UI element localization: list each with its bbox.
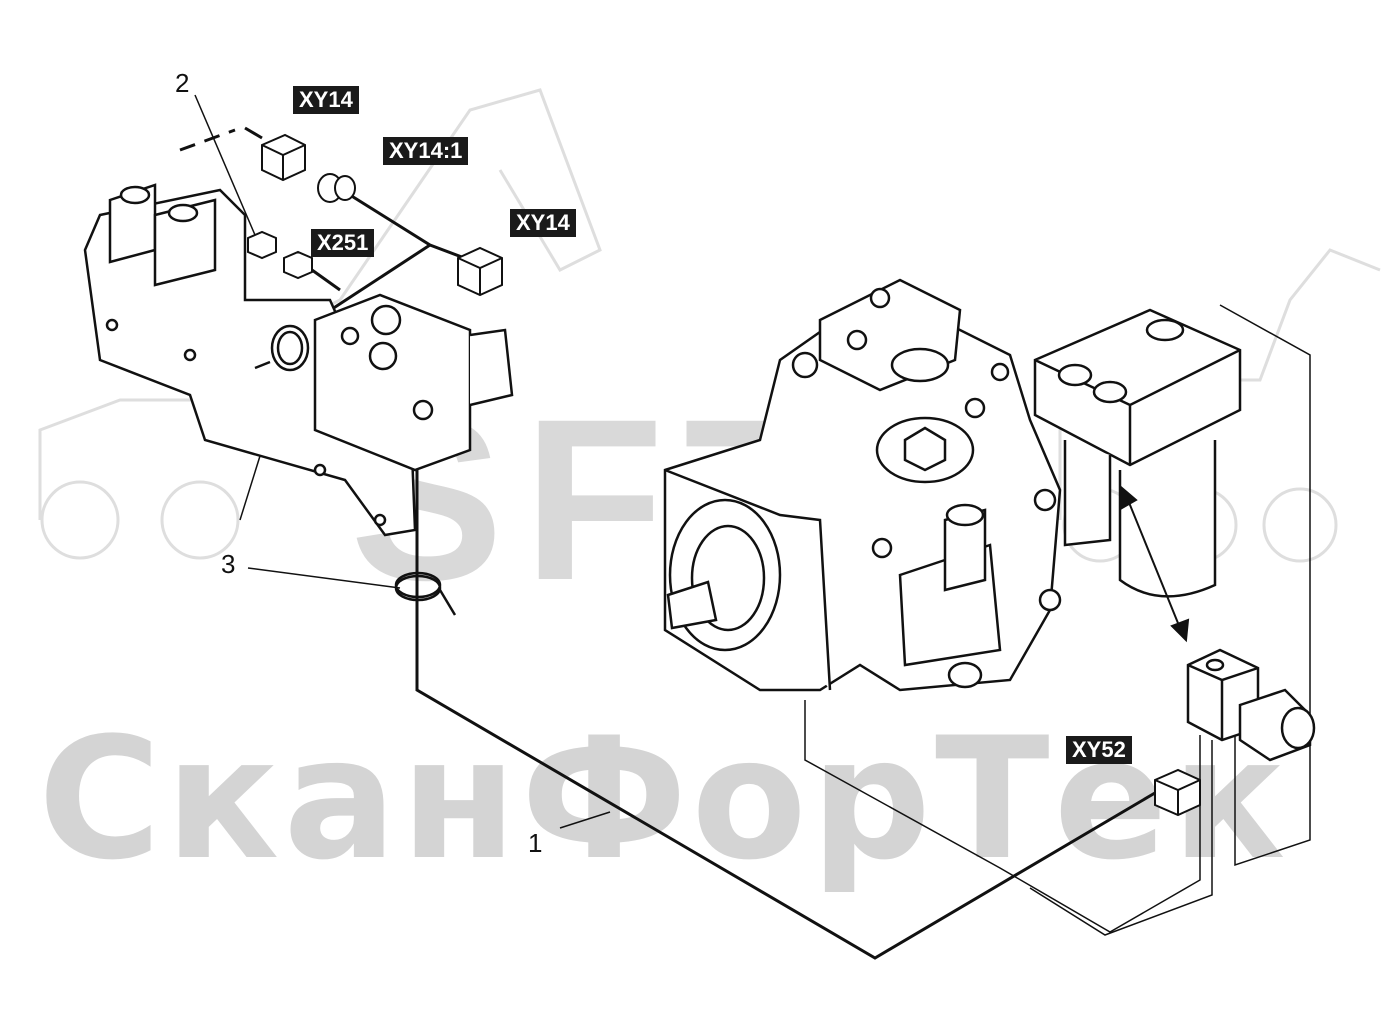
filter-housing xyxy=(1033,308,1242,598)
solenoid-valve xyxy=(1186,648,1316,762)
connector-label-xy14-right: XY14 xyxy=(510,209,576,237)
connector-xy52-body xyxy=(1154,768,1201,817)
connector-label-xy14-top: XY14 xyxy=(293,86,359,114)
callout-number-1: 1 xyxy=(528,828,543,858)
connector-label-x251: X251 xyxy=(311,229,375,257)
assembly-arrow xyxy=(1121,485,1190,643)
callout-number-2: 2 xyxy=(175,68,190,98)
connector-xy14-1-body xyxy=(317,173,356,203)
connector-xy14-top-body xyxy=(261,133,306,182)
connector-label-xy14-1: XY14:1 xyxy=(383,137,469,165)
part-2-connectors xyxy=(247,230,313,280)
hydraulic-pump xyxy=(663,278,1062,692)
connector-xy14-right-body xyxy=(457,246,503,297)
cable-clamps xyxy=(254,324,457,616)
callout-number-3: 3 xyxy=(221,549,236,579)
connector-label-xy52: XY52 xyxy=(1066,736,1132,764)
valve-block-assembly xyxy=(83,183,514,537)
